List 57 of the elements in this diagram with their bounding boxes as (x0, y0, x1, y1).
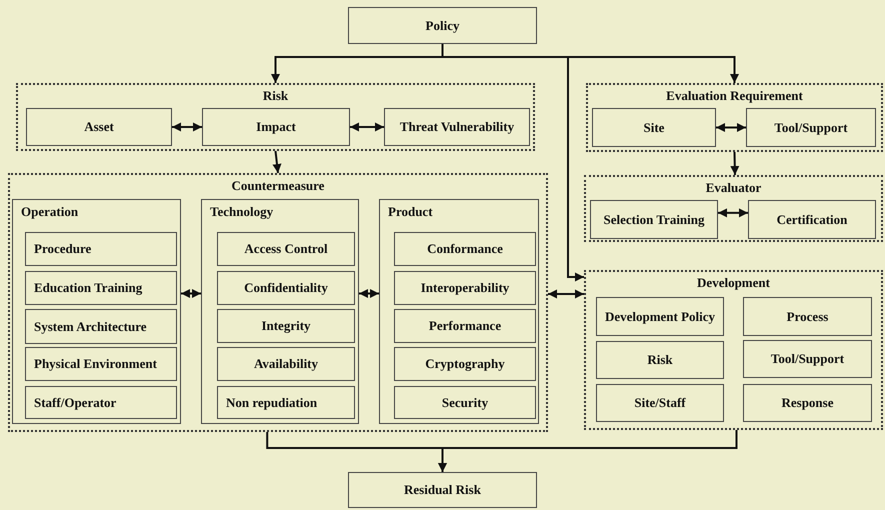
arrow (272, 150, 282, 174)
label-box: Response (743, 384, 872, 422)
group-title: Evaluation Requirement (665, 88, 804, 103)
column-panel (379, 199, 539, 424)
label-box: Policy (348, 7, 537, 44)
label-box: Impact (202, 108, 350, 146)
label-box: Access Control (217, 232, 355, 266)
label-box: Education Training (25, 271, 177, 305)
label-box: Conformance (394, 232, 536, 266)
arrow (438, 430, 738, 472)
arrow (350, 122, 384, 132)
group-title: Operation (21, 204, 78, 219)
label-box: Non repudiation (217, 386, 355, 419)
group-title: Development (696, 275, 771, 290)
label-box: Integrity (217, 309, 355, 343)
label-box: Threat Vulnerability (384, 108, 530, 146)
arrow (548, 289, 584, 298)
label-box: Confidentiality (217, 271, 355, 305)
label-box: Availability (217, 347, 355, 381)
arrow (718, 208, 748, 218)
group-title: Risk (262, 88, 290, 103)
arrow (181, 289, 201, 298)
label-box: Asset (26, 108, 172, 146)
label-box: Development Policy (596, 297, 724, 336)
label-box: Risk (596, 341, 724, 379)
group-title: Technology (210, 204, 274, 219)
arrow (442, 44, 584, 282)
arrow (730, 152, 740, 176)
label-box: Residual Risk (348, 472, 537, 508)
label-box: Selection Training (590, 200, 718, 239)
label-box: Site (592, 108, 716, 147)
arrow (716, 123, 746, 132)
group-panel (8, 173, 548, 432)
label-box: Tool/Support (743, 340, 872, 378)
group-panel (586, 83, 883, 152)
label-box: Interoperability (394, 271, 536, 305)
group-panel (584, 175, 883, 242)
label-box: Performance (394, 309, 536, 343)
group-title: Product (388, 204, 433, 219)
label-box: Tool/Support (746, 108, 876, 147)
column-panel (201, 199, 359, 424)
column-panel (12, 199, 181, 424)
group-title: Countermeasure (230, 178, 326, 193)
arrow (359, 289, 379, 298)
label-box: Cryptography (394, 347, 536, 381)
arrow (172, 122, 202, 132)
label-box: Site/Staff (596, 384, 724, 422)
label-box: Process (743, 297, 872, 336)
label-box: System Architecture (25, 309, 177, 344)
group-title: Evaluator (704, 180, 762, 195)
label-box: Staff/Operator (25, 386, 177, 419)
group-panel (584, 270, 883, 430)
label-box: Security (394, 386, 536, 419)
group-panel (16, 83, 535, 151)
label-box: Physical Environment (25, 347, 177, 381)
label-box: Procedure (25, 232, 177, 266)
label-box: Certification (748, 200, 876, 239)
